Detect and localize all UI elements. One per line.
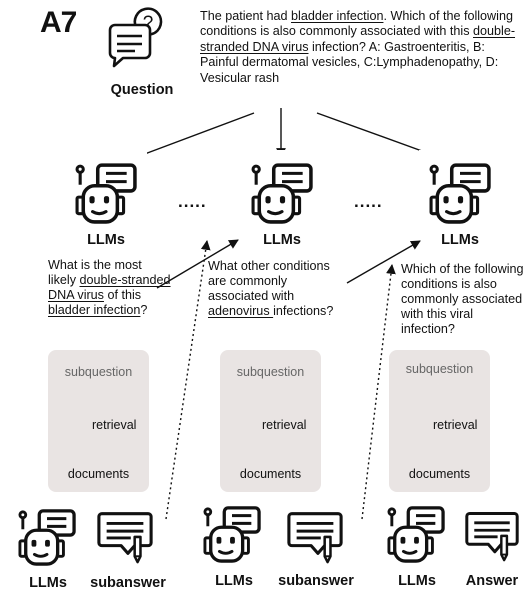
arrow-subq2-to-llm-right [346, 240, 421, 284]
bottom-llm-label-2: LLMs [215, 573, 253, 589]
subanswer-node-1 [90, 500, 162, 572]
llm-label-middle: LLMs [263, 232, 301, 248]
writing-icon [96, 506, 154, 564]
llm-label-right: LLMs [441, 232, 479, 248]
subanswer-label-2: subanswer [278, 573, 354, 589]
text-segment: infections? [273, 304, 334, 318]
ellipsis-right: ..... [354, 192, 383, 211]
bottom-llm-label-1: LLMs [29, 575, 67, 591]
pipeline-documents-1: documents [67, 467, 130, 481]
subanswer-node-2 [280, 500, 352, 572]
retrieval-box-1 [48, 350, 149, 492]
pipeline-subquestion-1: subquestion [64, 365, 133, 379]
underlined-term: bladder infection [291, 9, 384, 23]
answer-node [459, 500, 525, 572]
text-segment: . Which of the following conditions is a… [200, 9, 513, 39]
text-segment: Which of the following conditions is als… [401, 262, 524, 336]
bottom-llm-node-2 [193, 497, 275, 573]
robot-icon [387, 505, 445, 563]
arrow-subq1-to-llm-middle [156, 239, 239, 289]
underlined-term: double-stranded DNA virus [200, 24, 516, 54]
llm-node-middle [241, 150, 323, 232]
subquestion-1: What is the most likely double-stranded … [48, 258, 172, 318]
question-label: Question [110, 82, 174, 98]
answer-label: Answer [465, 573, 519, 589]
question-icon-box [105, 3, 175, 73]
dotted-arrow-subanswer2-to-llm-right [361, 264, 396, 520]
pipeline-subquestion-3: subquestion [405, 362, 474, 376]
retrieval-box-3 [389, 350, 490, 492]
pipeline-documents-3: documents [408, 467, 471, 481]
text-segment: ? [140, 303, 148, 317]
pipeline-retrieval-3: retrieval [433, 418, 478, 432]
text-segment: infection? A: Gastroenteritis, B: Painfu… [200, 39, 499, 85]
bottom-llm-node-1 [8, 500, 88, 572]
subquestion-3: Which of the following conditions is als… [401, 262, 525, 337]
arrow-question-to-llm-left [133, 112, 255, 160]
bottom-llm-label-3: LLMs [398, 573, 436, 589]
panel-label: A7 [40, 6, 77, 39]
text-segment: What is the most likely [48, 258, 142, 287]
robot-icon [75, 162, 137, 224]
underlined-term: double-stranded DNA virus [48, 273, 171, 302]
llm-label-left: LLMs [87, 232, 125, 248]
text-segment: What other conditions are commonly assoc… [208, 259, 330, 303]
text-segment: The patient had [200, 9, 292, 23]
ellipsis-left: ..... [178, 192, 207, 211]
question-bubbles-icon [105, 3, 175, 73]
retrieval-box-2 [220, 350, 321, 492]
writing-icon [464, 506, 520, 562]
robot-icon [251, 162, 313, 224]
underlined-term: adenovirus [208, 304, 274, 318]
subanswer-label-1: subanswer [90, 575, 166, 591]
question-text: The patient had bladder infection. Which… [200, 9, 522, 86]
robot-icon [18, 508, 76, 566]
text-segment: of this [103, 288, 142, 302]
bottom-llm-node-3 [377, 497, 457, 573]
subquestion-2: What other conditions are commonly assoc… [208, 259, 348, 319]
pipeline-subquestion-2: subquestion [236, 365, 305, 379]
underlined-term: bladder infection [48, 303, 141, 317]
robot-icon [203, 505, 261, 563]
llm-node-right [419, 150, 501, 232]
llm-node-left [65, 150, 147, 232]
pipeline-documents-2: documents [239, 467, 302, 481]
writing-icon [286, 506, 344, 564]
robot-icon [429, 162, 491, 224]
pipeline-retrieval-1: retrieval [92, 418, 137, 432]
dotted-arrow-subanswer1-to-llm-middle [165, 240, 211, 520]
pipeline-retrieval-2: retrieval [262, 418, 307, 432]
